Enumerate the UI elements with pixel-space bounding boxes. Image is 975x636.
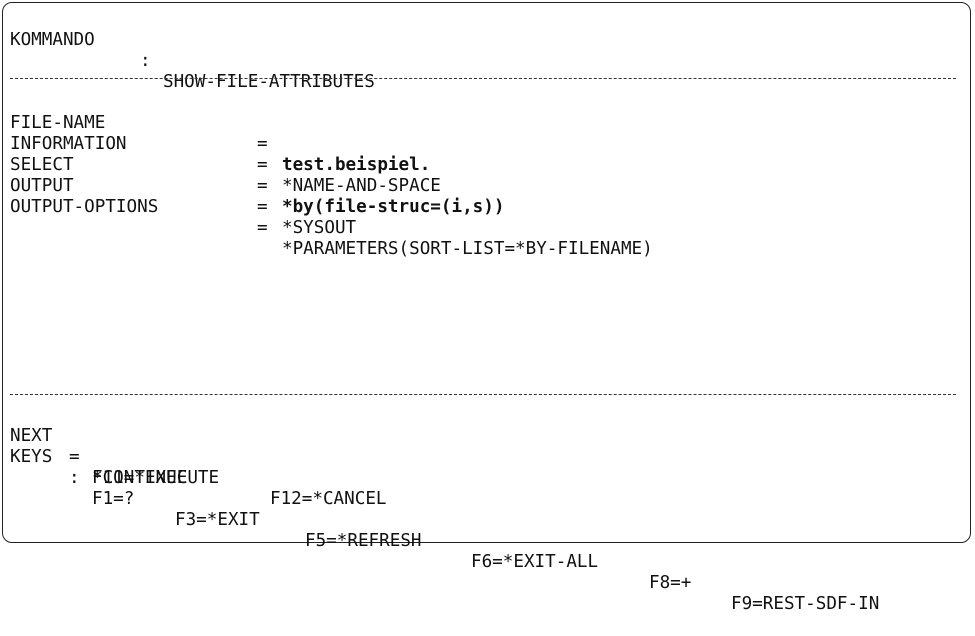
param-value-input[interactable]: *PARAMETERS(SORT-LIST=*BY-FILENAME) xyxy=(282,239,653,259)
command-separator: : xyxy=(140,51,151,71)
key-f6-exit-all[interactable]: F6=*EXIT-ALL xyxy=(471,552,599,572)
param-name: FILE-NAME xyxy=(10,113,106,133)
param-equals: = xyxy=(257,197,268,217)
key-f5-refresh[interactable]: F5=*REFRESH xyxy=(305,531,422,551)
param-row-information[interactable]: INFORMATION = *NAME-AND-SPACE xyxy=(10,113,910,196)
next-line[interactable]: NEXT = *CONTINUE xyxy=(10,405,410,488)
param-name: INFORMATION xyxy=(10,134,127,154)
divider-top xyxy=(10,78,956,79)
param-equals: = xyxy=(257,134,268,154)
terminal-screen: KOMMANDO : SHOW-FILE-ATTRIBUTES FILE-NAM… xyxy=(10,0,879,614)
terminal-frame xyxy=(2,2,971,543)
param-name: OUTPUT-OPTIONS xyxy=(10,197,159,217)
param-equals: = xyxy=(257,155,268,175)
keys-line-2: F11=*EXECUTE F12=*CANCEL xyxy=(10,447,610,509)
param-value-input[interactable]: *by(file-struc=(i,s)) xyxy=(282,197,505,217)
param-value-input[interactable]: *NAME-AND-SPACE xyxy=(282,176,441,196)
key-f1-help[interactable]: F1=? xyxy=(92,489,135,509)
keys-label: KEYS xyxy=(10,447,53,467)
key-f9-rest-sdf-in[interactable]: F9=REST-SDF-IN xyxy=(731,594,880,614)
command-name: SHOW-FILE-ATTRIBUTES xyxy=(163,72,375,92)
param-equals: = xyxy=(257,218,268,238)
key-f11-execute[interactable]: F11=*EXECUTE xyxy=(92,468,220,488)
command-label: KOMMANDO xyxy=(10,30,95,50)
param-equals: = xyxy=(257,176,268,196)
next-equals: = xyxy=(69,447,80,467)
divider-bottom xyxy=(10,394,956,395)
param-row-select[interactable]: SELECT = *by(file-struc=(i,s)) xyxy=(10,134,910,217)
param-name: OUTPUT xyxy=(10,176,74,196)
param-row-output[interactable]: OUTPUT = *SYSOUT xyxy=(10,155,910,238)
key-f3-exit[interactable]: F3=*EXIT xyxy=(175,510,260,530)
keys-separator: : xyxy=(69,468,80,488)
param-row-file-name[interactable]: FILE-NAME = test.beispiel. xyxy=(10,92,910,175)
key-f12-cancel[interactable]: F12=*CANCEL xyxy=(270,489,387,509)
key-f8-next[interactable]: F8=+ xyxy=(649,573,692,593)
param-value-input[interactable]: *SYSOUT xyxy=(282,218,357,238)
param-row-output-options[interactable]: OUTPUT-OPTIONS = *PARAMETERS(SORT-LIST=*… xyxy=(10,176,910,259)
next-input[interactable]: *CONTINUE xyxy=(92,468,188,488)
param-name: SELECT xyxy=(10,155,74,175)
keys-line: KEYS : F1=? F3=*EXIT F5=*REFRESH F6=*EXI… xyxy=(10,426,940,614)
command-header: KOMMANDO : SHOW-FILE-ATTRIBUTES xyxy=(10,9,710,92)
next-label: NEXT xyxy=(10,426,53,446)
param-value-input[interactable]: test.beispiel. xyxy=(282,155,431,175)
